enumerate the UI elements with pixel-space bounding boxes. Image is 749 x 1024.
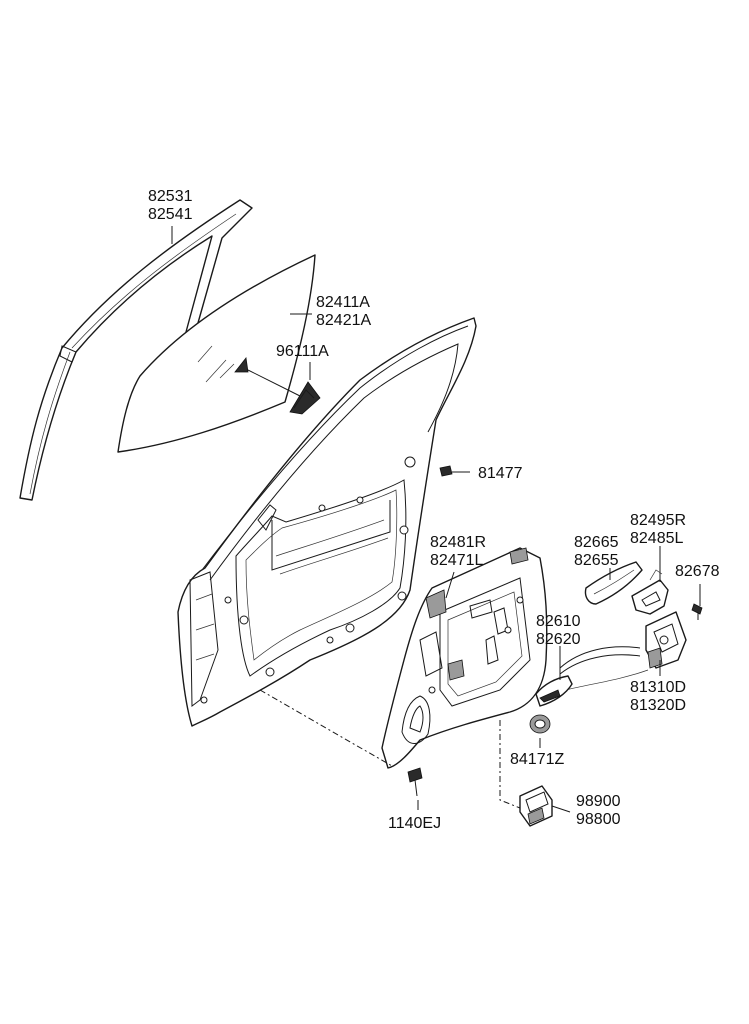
door-module-panel — [381, 547, 548, 769]
label-82481r: 82481R — [430, 534, 486, 551]
leader-lines — [171, 226, 701, 813]
label-82610: 82610 — [536, 613, 581, 630]
regulator-motor — [519, 785, 553, 827]
label-98800: 98800 — [576, 811, 621, 828]
door-glass — [117, 254, 316, 453]
screw-82678 — [691, 603, 703, 620]
label-81310d: 81310D — [630, 679, 686, 696]
door-inner-frame — [177, 317, 477, 727]
label-81477: 81477 — [478, 465, 523, 482]
outside-handle — [584, 561, 643, 605]
inside-handle — [535, 675, 573, 707]
grommet — [529, 714, 551, 734]
label-82655: 82655 — [574, 552, 619, 569]
bolt-1140ej — [407, 767, 423, 797]
label-82531: 82531 — [148, 188, 193, 205]
bolt-81477 — [439, 465, 453, 477]
label-82678: 82678 — [675, 563, 720, 580]
label-82541: 82541 — [148, 206, 193, 223]
part-labels: 82531 82541 82411A 82421A 96111A 81477 8… — [148, 188, 720, 832]
label-82665: 82665 — [574, 534, 619, 551]
label-82471l: 82471L — [430, 552, 483, 569]
glass-run-channel — [19, 199, 253, 501]
label-82411a: 82411A — [316, 294, 370, 311]
label-96111a: 96111A — [276, 343, 329, 360]
handle-bracket — [631, 569, 669, 615]
label-82421a: 82421A — [316, 312, 371, 329]
label-82485l: 82485L — [630, 530, 683, 547]
label-82495r: 82495R — [630, 512, 686, 529]
door-latch — [559, 611, 687, 691]
label-84171z: 84171Z — [510, 751, 564, 768]
delta-glass — [234, 357, 321, 415]
label-98900: 98900 — [576, 793, 621, 810]
label-82620: 82620 — [536, 631, 581, 648]
label-81320d: 81320D — [630, 697, 686, 714]
label-1140ej: 1140EJ — [388, 815, 441, 832]
